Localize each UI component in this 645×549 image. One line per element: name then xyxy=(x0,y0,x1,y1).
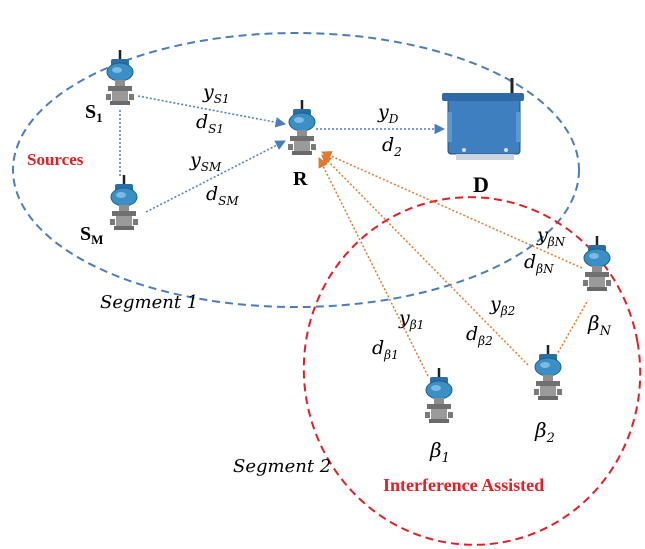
y-beta1-label: yβ1 xyxy=(398,307,424,332)
link-beta2-betaN xyxy=(555,299,589,357)
segment-1-label: Segment 1 xyxy=(100,292,198,313)
sources-group-label: Sources xyxy=(27,150,84,169)
beta2-label: β2 xyxy=(534,418,555,446)
relay-icon xyxy=(286,98,318,157)
d-sm-label: dSM xyxy=(206,183,239,208)
d-s1-label: dS1 xyxy=(196,111,224,136)
y-beta2-label: yβ2 xyxy=(489,293,515,318)
segment-1-boundary xyxy=(12,32,580,308)
segment-2-label: Segment 2 xyxy=(233,456,331,477)
y-s1-label: yS1 xyxy=(202,81,230,106)
destination-icon xyxy=(442,78,524,160)
beta2-icon xyxy=(532,343,564,402)
d-betaN-label: dβN xyxy=(524,251,554,276)
betaN-icon xyxy=(581,234,613,293)
beta1-icon xyxy=(423,366,455,425)
link-s1-relay xyxy=(137,95,287,128)
y-betaN-label: yβN xyxy=(536,224,566,249)
source-s1-label: S1 xyxy=(85,101,103,125)
link-beta2-relay xyxy=(321,154,529,366)
relay-label: R xyxy=(293,168,308,190)
source-sm-icon xyxy=(108,173,140,232)
beta1-label: β1 xyxy=(429,438,450,466)
source-sm-label: SM xyxy=(80,223,103,247)
link-beta1-relay xyxy=(318,157,429,377)
interference-group-label: Interference Assisted xyxy=(383,475,544,495)
destination-label: D xyxy=(473,172,489,197)
link-betaN-relay xyxy=(321,151,583,269)
segment-2-boundary xyxy=(302,196,642,546)
y-d-label: yD xyxy=(377,101,399,126)
y-sm-label: ySM xyxy=(189,149,222,174)
d-beta1-label: dβ1 xyxy=(372,337,399,362)
d-2-label: d2 xyxy=(382,134,402,159)
d-beta2-label: dβ2 xyxy=(466,323,493,348)
betaN-label: βN xyxy=(587,311,612,339)
